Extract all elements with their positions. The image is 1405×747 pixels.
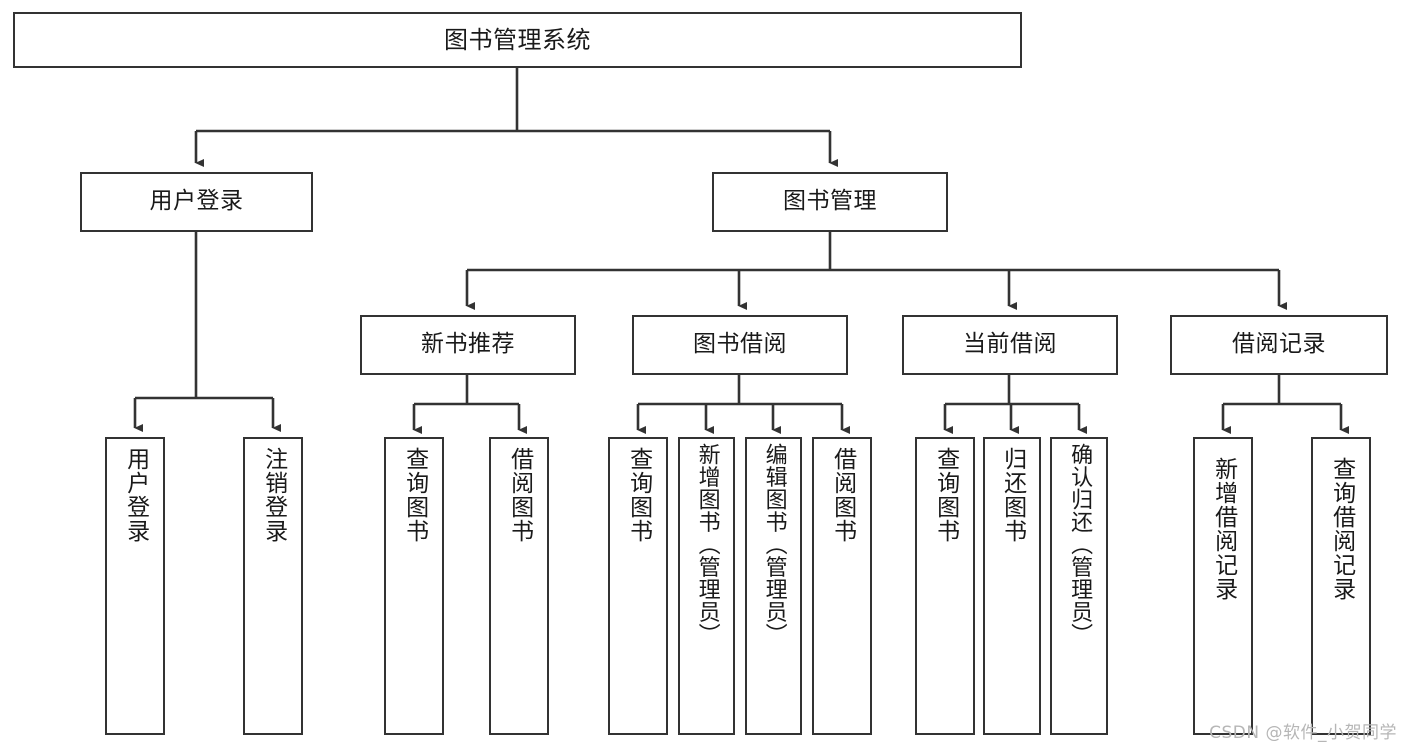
node-new-book-recommend[interactable]: 新书推荐 [360,315,576,375]
node-label: 查询借阅记录 [1328,457,1355,601]
leaf-query-book-borrow[interactable]: 查询图书 [608,437,668,735]
leaf-query-book-recommend[interactable]: 查询图书 [384,437,444,735]
node-current-borrow[interactable]: 当前借阅 [902,315,1118,375]
node-borrow-record[interactable]: 借阅记录 [1170,315,1388,375]
node-label: 用户登录 [122,447,149,543]
leaf-logout-login[interactable]: 注销登录 [243,437,303,735]
node-book-management[interactable]: 图书管理 [712,172,948,232]
node-label: 编辑图书（管理员） [761,443,787,646]
node-label: 查询图书 [932,447,959,543]
node-book-borrow[interactable]: 图书借阅 [632,315,848,375]
node-label: 新增借阅记录 [1210,457,1237,601]
leaf-query-book-current[interactable]: 查询图书 [915,437,975,735]
node-label: 新书推荐 [421,331,515,358]
node-label: 图书管理 [783,188,877,215]
leaf-return-book[interactable]: 归还图书 [983,437,1041,735]
node-label: 新增图书（管理员） [694,443,720,646]
node-label: 确认归还（管理员） [1067,443,1093,646]
node-label: 归还图书 [999,447,1026,543]
leaf-query-borrow-record[interactable]: 查询借阅记录 [1311,437,1371,735]
node-label: 借阅记录 [1232,331,1326,358]
csdn-watermark: CSDN @软件_小贺同学 [1209,723,1397,743]
node-label: 当前借阅 [963,331,1057,358]
node-label: 借阅图书 [506,447,533,543]
node-label: 查询图书 [401,447,428,543]
node-label: 用户登录 [149,188,244,215]
leaf-confirm-return-admin[interactable]: 确认归还（管理员） [1050,437,1108,735]
node-user-login[interactable]: 用户登录 [80,172,313,232]
node-root-book-management-system[interactable]: 图书管理系统 [13,12,1022,68]
node-label: 图书管理系统 [444,25,591,54]
node-label: 图书借阅 [693,331,787,358]
leaf-user-login[interactable]: 用户登录 [105,437,165,735]
leaf-borrow-book-recommend[interactable]: 借阅图书 [489,437,549,735]
node-label: 查询图书 [625,447,652,543]
leaf-edit-book-admin[interactable]: 编辑图书（管理员） [745,437,802,735]
leaf-borrow-book-borrow[interactable]: 借阅图书 [812,437,872,735]
leaf-add-borrow-record[interactable]: 新增借阅记录 [1193,437,1253,735]
leaf-add-book-admin[interactable]: 新增图书（管理员） [678,437,735,735]
node-label: 注销登录 [260,447,287,543]
node-label: 借阅图书 [829,447,856,543]
